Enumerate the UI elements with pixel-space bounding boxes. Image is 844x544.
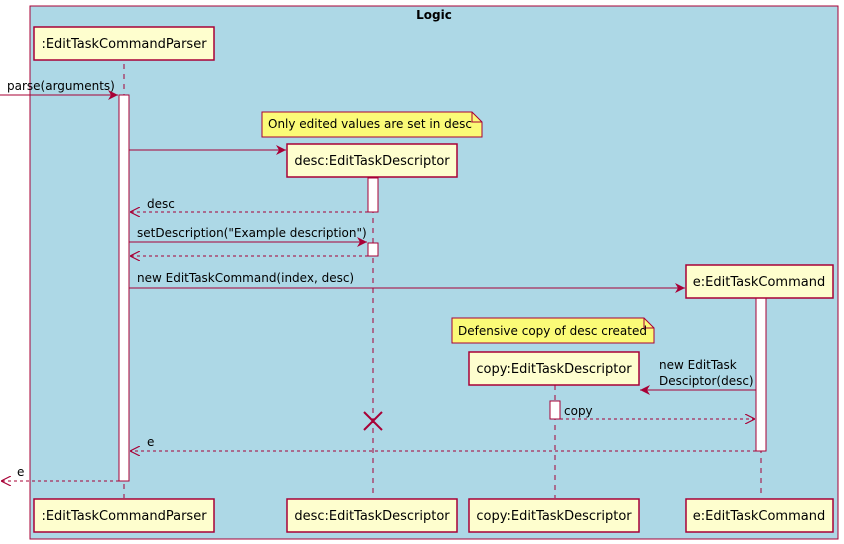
message-copy-return-label: copy	[564, 404, 593, 418]
activation-desc-2	[367, 242, 379, 257]
activation-command	[755, 297, 767, 452]
note-edited-values	[261, 111, 483, 138]
note-edited-values-text: Only edited values are set in desc	[268, 117, 472, 131]
participant-parser-bottom	[33, 498, 215, 533]
participant-parser-bottom-label: :EditTaskCommandParser	[41, 509, 207, 524]
participant-desc-bottom	[286, 498, 458, 533]
destroy-x-icon	[363, 411, 383, 431]
participant-command-bottom	[685, 498, 834, 533]
message-desc-return-label: desc	[147, 197, 175, 211]
message-parse-label: parse(arguments)	[7, 79, 115, 93]
message-e-final-label: e	[17, 465, 24, 479]
message-set-description-label: setDescription("Example description")	[137, 226, 367, 240]
participant-parser-top	[33, 26, 215, 61]
activation-desc-1	[367, 177, 379, 213]
participant-copy-top-label: copy:EditTaskDescriptor	[476, 362, 632, 377]
participant-copy-top	[468, 351, 640, 386]
message-new-command-label: new EditTaskCommand(index, desc)	[137, 271, 354, 285]
participant-command-bottom-label: e:EditTaskCommand	[693, 509, 825, 524]
note-defensive-copy-fold	[643, 318, 654, 329]
note-defensive-copy-text: Defensive copy of desc created	[458, 324, 647, 338]
note-defensive-copy	[451, 317, 655, 344]
activation-parser	[118, 94, 130, 482]
message-new-copy-label-line1: new EditTask	[659, 358, 737, 372]
participant-copy-bottom	[468, 498, 640, 533]
participant-command-top	[685, 264, 834, 299]
participant-desc-top	[286, 143, 458, 178]
message-new-copy-label-line2: Desciptor(desc)	[659, 374, 754, 388]
participant-copy-bottom-label: copy:EditTaskDescriptor	[476, 509, 632, 524]
note-edited-values-fold	[471, 112, 482, 123]
activation-copy	[549, 400, 561, 420]
participant-desc-bottom-label: desc:EditTaskDescriptor	[294, 509, 450, 524]
participant-desc-top-label: desc:EditTaskDescriptor	[294, 154, 450, 169]
participant-command-top-label: e:EditTaskCommand	[693, 275, 825, 290]
participant-parser-top-label: :EditTaskCommandParser	[41, 37, 207, 52]
message-e-return-label: e	[147, 435, 154, 449]
logic-group-title: Logic	[416, 8, 452, 22]
